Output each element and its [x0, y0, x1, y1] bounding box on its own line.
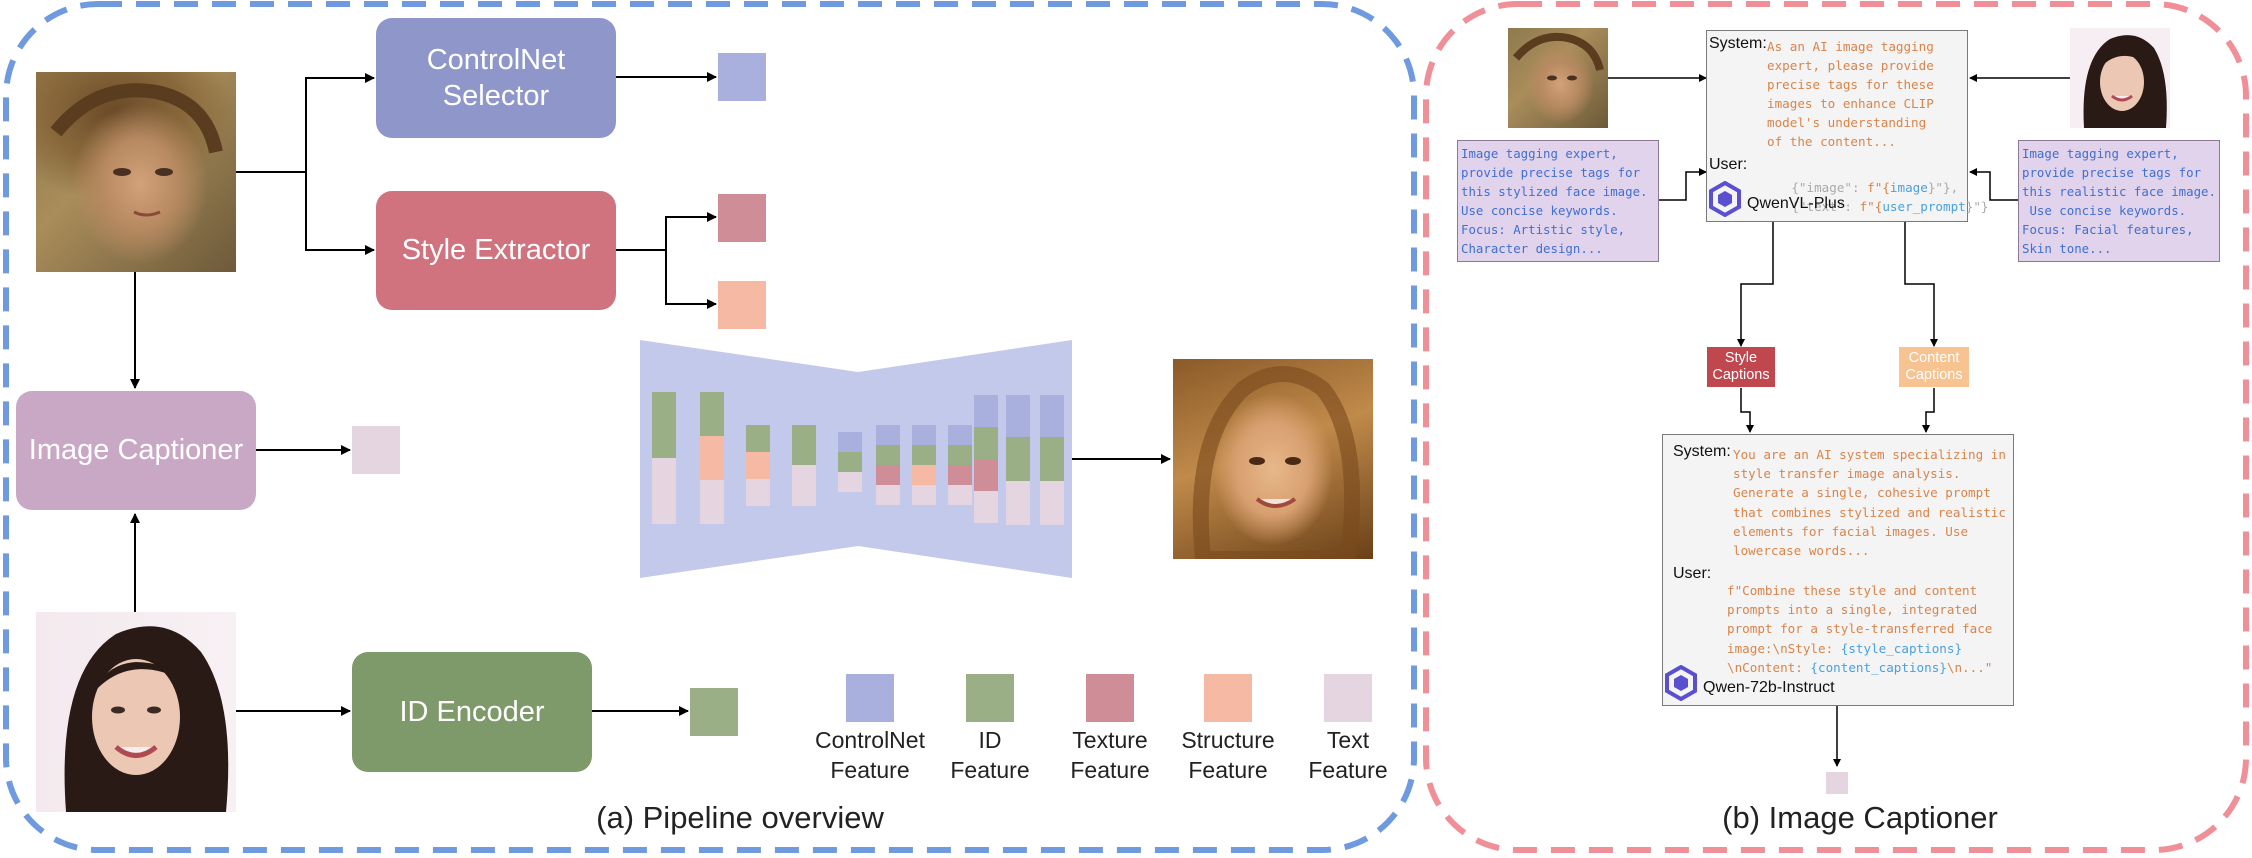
qwenvl-model-name: QwenVL-Plus: [1747, 195, 1845, 212]
pipeline-region-border: [3, 1, 1417, 853]
image-captioner-label: Image Captioner: [28, 434, 244, 467]
legend-label-id: ID Feature: [950, 727, 1030, 783]
controlnet-selector-box: ControlNet Selector: [376, 18, 616, 138]
image-captioner-box: Image Captioner: [16, 391, 256, 510]
qwenvl-user-line-1: {"image": f"{image}"},: [1761, 159, 1958, 217]
captioner-region-border: [1423, 1, 2249, 853]
qwenvl-user-line-2: {"text": f"{user_prompt}"}: [1761, 178, 1989, 236]
pipeline-caption: (a) Pipeline overview: [596, 800, 884, 835]
style-extractor-box: Style Extractor: [376, 191, 616, 310]
qwenvl-user-image-f: f"{: [1867, 180, 1890, 196]
id-feature-square: [690, 688, 738, 736]
arrow-content-captions-to-panel: [1922, 388, 1935, 433]
legend-label-controlnet: ControlNet Feature: [815, 727, 925, 783]
captioner-realistic-photo: [2070, 28, 2170, 128]
qwenvl-user-text-var: user_prompt: [1882, 199, 1966, 215]
qwen72b-user-text-2: \nContent:: [1727, 659, 1811, 675]
qwen72b-model-name: Qwen-72b-Instruct: [1703, 679, 1835, 696]
arrow-to-texture: [665, 212, 717, 250]
legend-label-structure: Structure Feature: [1181, 727, 1275, 783]
texture-feature-square: [718, 194, 766, 242]
arrow-to-style: [305, 172, 375, 255]
qwenvl-user-image-key: {"image":: [1791, 180, 1868, 196]
qwen72b-user-text-3: \n...": [1946, 659, 1993, 675]
arrow-panel-to-style-captions: [1737, 222, 1774, 347]
qwenvl-prompt-panel: System: As an AI image tagging expert, p…: [1706, 30, 1989, 222]
arrow-panel-to-content-captions: [1904, 222, 1938, 347]
qwenvl-user-text-end: }"}: [1965, 199, 1989, 215]
content-captions-tag: Content Captions: [1899, 347, 1969, 387]
arrow-right-note-to-panel: [1969, 168, 2018, 201]
qwen72b-content-var: {content_captions}: [1810, 659, 1947, 675]
captioner-caption: (b) Image Captioner: [1722, 800, 1998, 835]
output-portrait-image: [1173, 359, 1373, 559]
unet-feature-bars: [652, 392, 1064, 525]
qwen72b-user-text: f"Combine these style and content prompt…: [1727, 581, 1992, 677]
legend-swatch-structure: [1204, 674, 1252, 722]
captioner-stylized-photo: [1508, 28, 1608, 128]
qwenvl-user-label: User:: [1709, 156, 1748, 173]
arrow-style-captions-to-panel: [1740, 388, 1754, 433]
qwen-logo-icon: [1665, 665, 1697, 701]
legend-swatch-texture: [1086, 674, 1134, 722]
qwenvl-user-image-var: image: [1889, 180, 1928, 196]
realistic-face-image: [36, 612, 236, 812]
controlnet-selector-label: ControlNet Selector: [426, 43, 566, 112]
legend-swatch-controlnet: [846, 674, 894, 722]
legend-label-text: Text Feature: [1308, 727, 1388, 783]
qwen72b-prompt-panel: System: You are an AI system specializin…: [1662, 434, 2014, 706]
legend-swatch-text: [1324, 674, 1372, 722]
arrow-to-controlnet: [305, 73, 375, 172]
text-feature-square: [352, 426, 400, 474]
qwenvl-user-image-end: }"},: [1927, 180, 1959, 196]
qwenvl-user-text-key: {"text":: [1791, 199, 1860, 215]
stylized-prompt-note: Image tagging expert, provide precise ta…: [1457, 140, 1659, 262]
qwen72b-style-var: {style_captions}: [1840, 640, 1963, 656]
qwenvl-system-label: System:: [1709, 35, 1767, 52]
legend-label-texture: Texture Feature: [1070, 727, 1150, 783]
qwen-logo-icon: [1709, 181, 1741, 217]
qwen72b-system-text: You are an AI system specializing in sty…: [1733, 447, 2006, 559]
qwenvl-system-text: As an AI image tagging expert, please pr…: [1767, 39, 1934, 149]
structure-feature-square: [718, 281, 766, 329]
captioner-text-feature-square: [1826, 772, 1848, 794]
style-captions-tag: Style Captions: [1707, 347, 1775, 387]
id-encoder-box: ID Encoder: [352, 652, 592, 772]
qwen72b-user-text-1: f"Combine these style and content prompt…: [1727, 583, 1993, 656]
qwen72b-user-label: User:: [1673, 565, 1712, 582]
qwenvl-user-text-f: f"{: [1859, 199, 1883, 215]
arrow-to-structure: [665, 250, 717, 309]
id-encoder-label: ID Encoder: [399, 695, 545, 728]
stylized-portrait-image: [36, 72, 236, 272]
arrow-left-note-to-panel: [1658, 168, 1707, 201]
style-extractor-label: Style Extractor: [401, 234, 591, 267]
qwen72b-system-label: System:: [1673, 443, 1731, 460]
controlnet-feature-square: [718, 53, 766, 101]
realistic-prompt-note: Image tagging expert, provide precise ta…: [2018, 140, 2220, 262]
legend-swatch-id: [966, 674, 1014, 722]
